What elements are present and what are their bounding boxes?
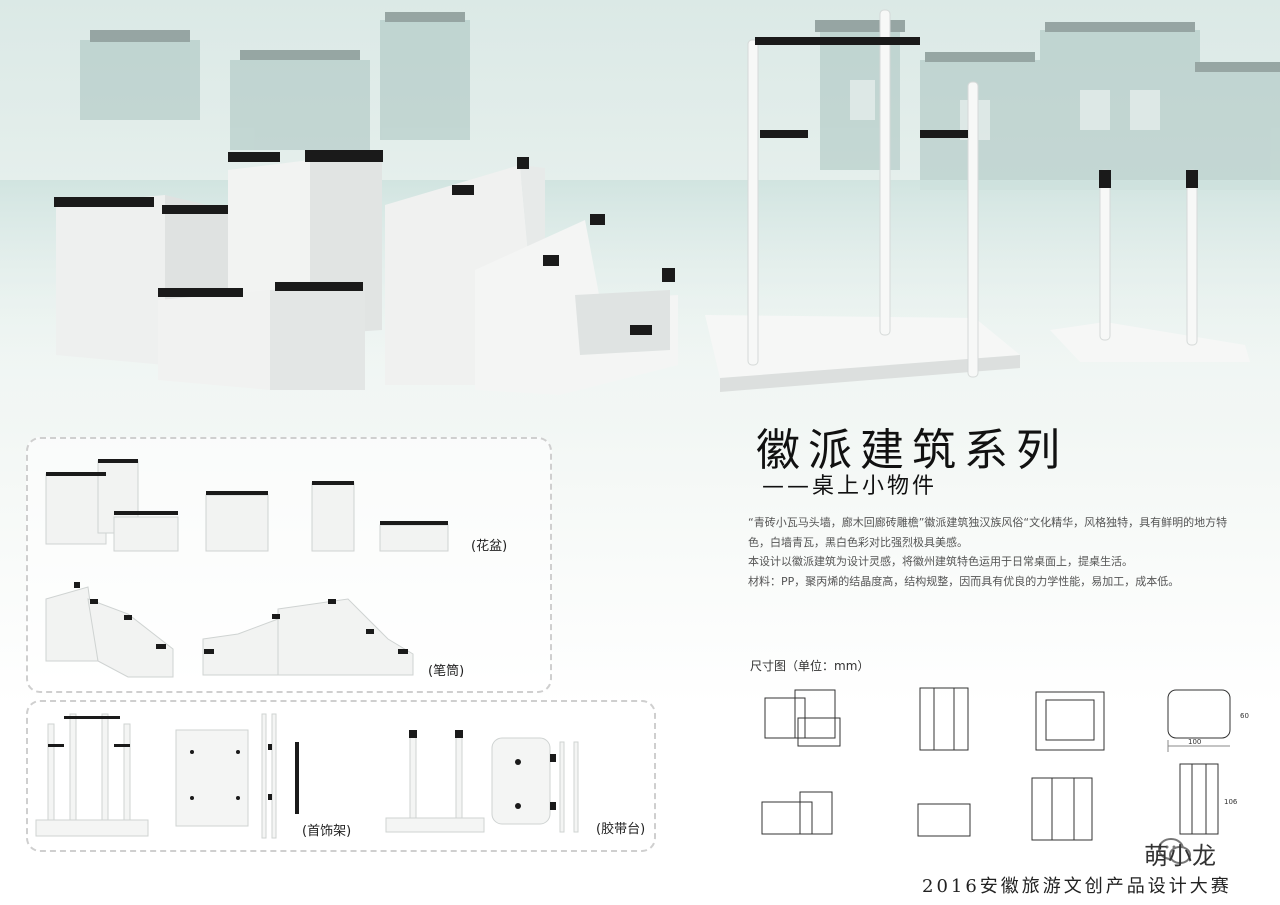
description-block: “青砖小瓦马头墙，廊木回廊砖雕檐”徽派建筑独汉族风俗“文化精华，风格独特，具有鲜… xyxy=(748,513,1238,591)
description-paragraph-2: 本设计以徽派建筑为设计灵感，将徽州建筑特色运用于日常桌面上，提桌生活。 xyxy=(748,555,1133,568)
tape-label: (胶带台) xyxy=(596,822,646,837)
hero-product-renders xyxy=(54,9,1250,395)
flowerpot-render xyxy=(54,150,383,390)
flowerpot-label: (花盆) xyxy=(471,539,508,554)
jewelry-stand-render xyxy=(705,9,1020,392)
dimensions-title: 尺寸图（单位：mm） xyxy=(750,659,870,673)
wechat-icon xyxy=(1158,838,1191,864)
competition-footer: 2016安徽旅游文创产品设计大赛 xyxy=(922,876,1232,897)
penholder-render xyxy=(385,157,678,395)
dimension-100: 100 xyxy=(1188,738,1201,746)
watermark-text: 萌小龙 xyxy=(1144,842,1216,870)
jewelry-label: (首饰架) xyxy=(302,824,352,839)
tape-dispenser-render xyxy=(1050,169,1250,362)
dimension-drawings: 100 60 106 xyxy=(761,687,1249,841)
description-paragraph-3: 材料：PP，聚丙烯的结晶度高，结构规整，因而具有优良的力学性能，易加工，成本低。 xyxy=(748,574,1180,588)
jewelry-tape-views xyxy=(35,713,579,839)
series-title: 徽派建筑系列 xyxy=(756,425,1068,476)
dimension-106: 106 xyxy=(1224,798,1238,806)
flowerpot-penholder-views xyxy=(45,459,449,678)
dimension-60: 60 xyxy=(1240,712,1249,720)
penholder-label: (笔筒) xyxy=(428,664,465,679)
jewelry-tape-panel: (首饰架) (胶带台) xyxy=(26,700,656,852)
flowerpot-penholder-panel: (花盆) (笔筒) xyxy=(26,437,552,693)
description-paragraph-1: “青砖小瓦马头墙，廊木回廊砖雕檐”徽派建筑独汉族风俗“文化精华，风格独特，具有鲜… xyxy=(748,516,1228,549)
series-subtitle: ——桌上小物件 xyxy=(762,474,938,499)
